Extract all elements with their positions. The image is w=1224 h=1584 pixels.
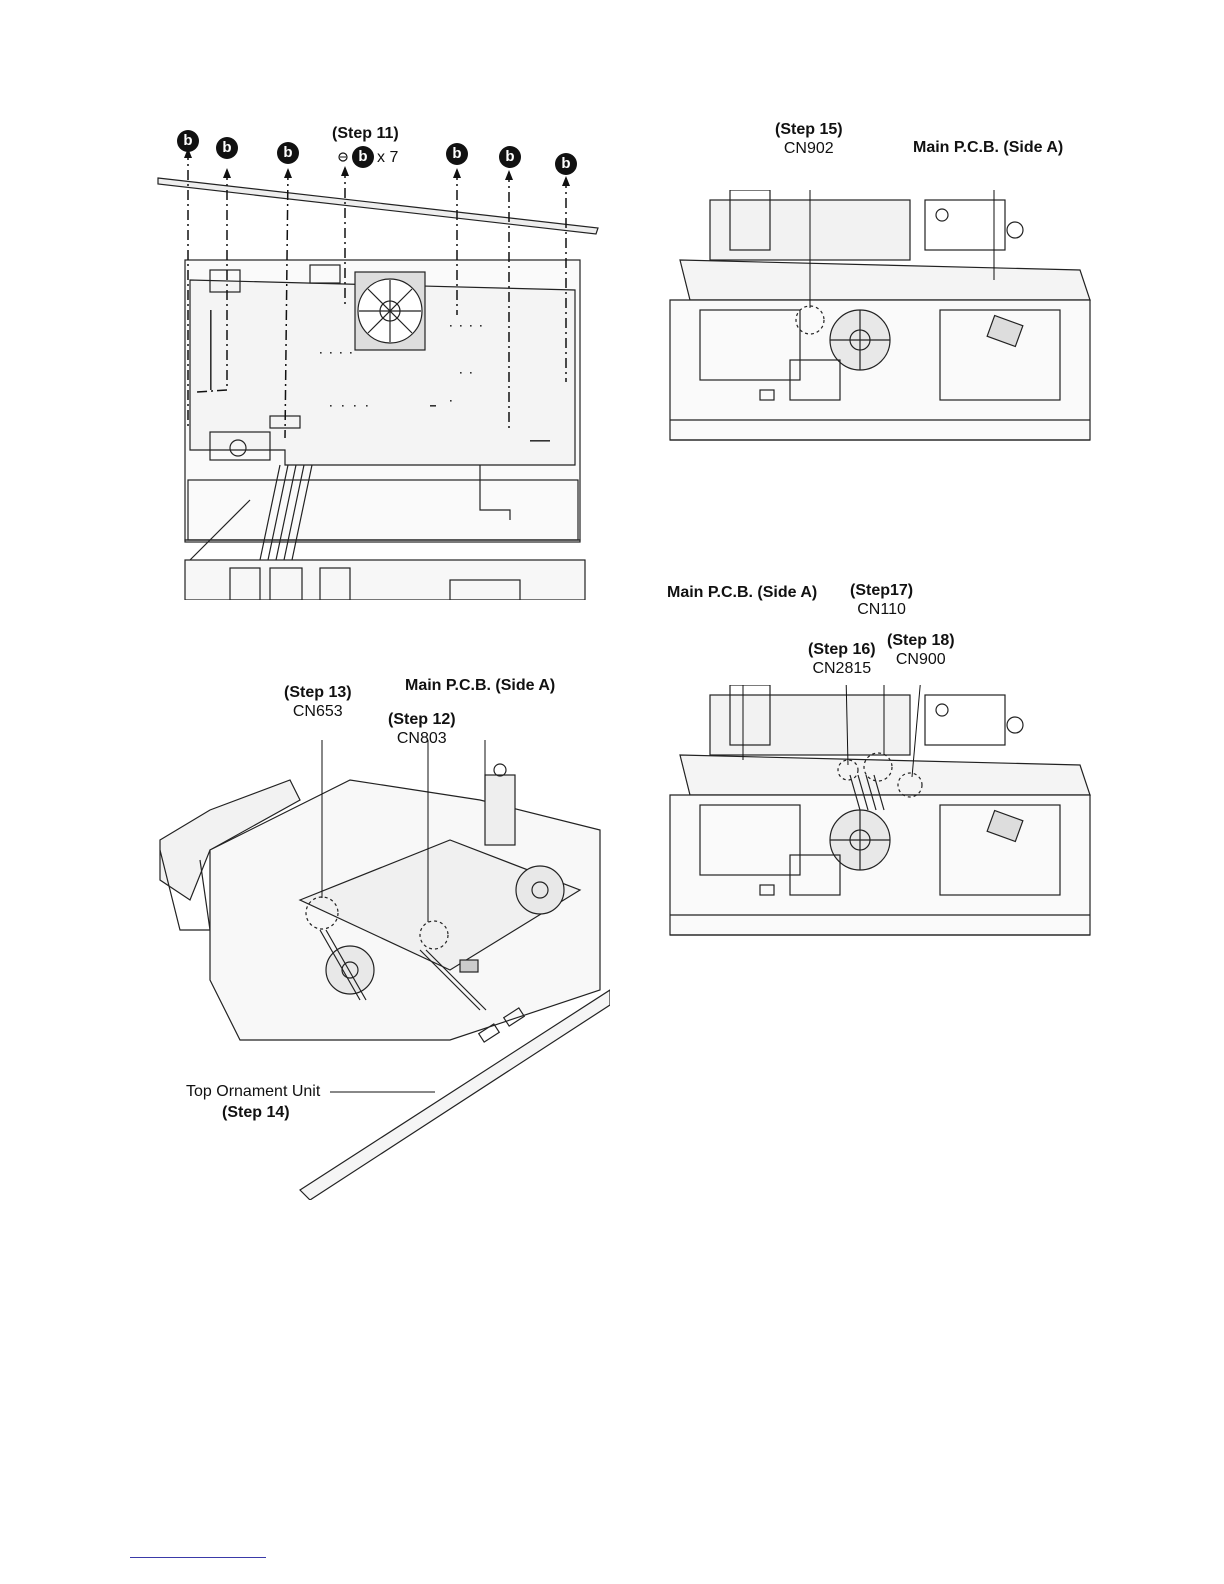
step-12-label: (Step 12) CN803 bbox=[388, 710, 456, 748]
main-pcb-label-fig4: Main P.C.B. (Side A) bbox=[667, 583, 817, 602]
step-15-label: (Step 15) CN902 bbox=[775, 120, 843, 158]
screw-b-badge-3: b bbox=[277, 142, 299, 164]
step-18-label: (Step 18) CN900 bbox=[887, 631, 955, 669]
top-ornament-text: Top Ornament Unit bbox=[186, 1082, 320, 1101]
main-pcb-label-fig2: Main P.C.B. (Side A) bbox=[405, 676, 555, 695]
screw-b-badge-5: b bbox=[499, 146, 521, 168]
step-16-label: (Step 16) CN2815 bbox=[808, 640, 876, 678]
main-pcb-front-view-drawing bbox=[660, 190, 1100, 460]
step-12-text: (Step 12) bbox=[388, 710, 456, 729]
screw-b-badge-step11: b bbox=[352, 146, 374, 168]
cn653-text: CN653 bbox=[284, 702, 352, 721]
main-pcb-top-view-drawing bbox=[150, 120, 610, 600]
screw-b-badge-4: b bbox=[446, 143, 468, 165]
cn902-text: CN902 bbox=[775, 139, 843, 158]
step-13-text: (Step 13) bbox=[284, 683, 352, 702]
step-15-text: (Step 15) bbox=[775, 120, 843, 139]
cn2815-text: CN2815 bbox=[808, 659, 876, 678]
figure-cn902 bbox=[660, 190, 1100, 460]
cn803-text: CN803 bbox=[388, 729, 456, 748]
top-ornament-perspective-drawing bbox=[150, 740, 610, 1200]
figure-cn110-cn2815-cn900 bbox=[660, 685, 1100, 950]
step-14-text: (Step 14) bbox=[222, 1103, 290, 1122]
cn110-text: CN110 bbox=[850, 600, 913, 619]
step-14-label: (Step 14) bbox=[222, 1103, 290, 1122]
cn900-text: CN900 bbox=[887, 650, 955, 669]
figure-top-ornament bbox=[150, 740, 610, 1200]
main-pcb-label-fig3: Main P.C.B. (Side A) bbox=[913, 138, 1063, 157]
step-18-text: (Step 18) bbox=[887, 631, 955, 650]
screw-b-badge-2: b bbox=[216, 137, 238, 159]
step-13-label: (Step 13) CN653 bbox=[284, 683, 352, 721]
step-17-label: (Step17) CN110 bbox=[850, 581, 913, 619]
figure-main-pcb-screws bbox=[150, 120, 610, 600]
step-11-label: (Step 11) bbox=[332, 124, 399, 143]
screw-count-label: x 7 bbox=[377, 148, 398, 167]
step-16-text: (Step 16) bbox=[808, 640, 876, 659]
screw-icon bbox=[339, 153, 347, 161]
step-11-text: (Step 11) bbox=[332, 124, 399, 143]
screw-b-badge-6: b bbox=[555, 153, 577, 175]
footer-divider bbox=[130, 1557, 266, 1558]
screw-b-badge-1: b bbox=[177, 130, 199, 152]
top-ornament-label: Top Ornament Unit bbox=[186, 1082, 320, 1101]
main-pcb-connectors-drawing bbox=[660, 685, 1100, 950]
step-17-text: (Step17) bbox=[850, 581, 913, 600]
